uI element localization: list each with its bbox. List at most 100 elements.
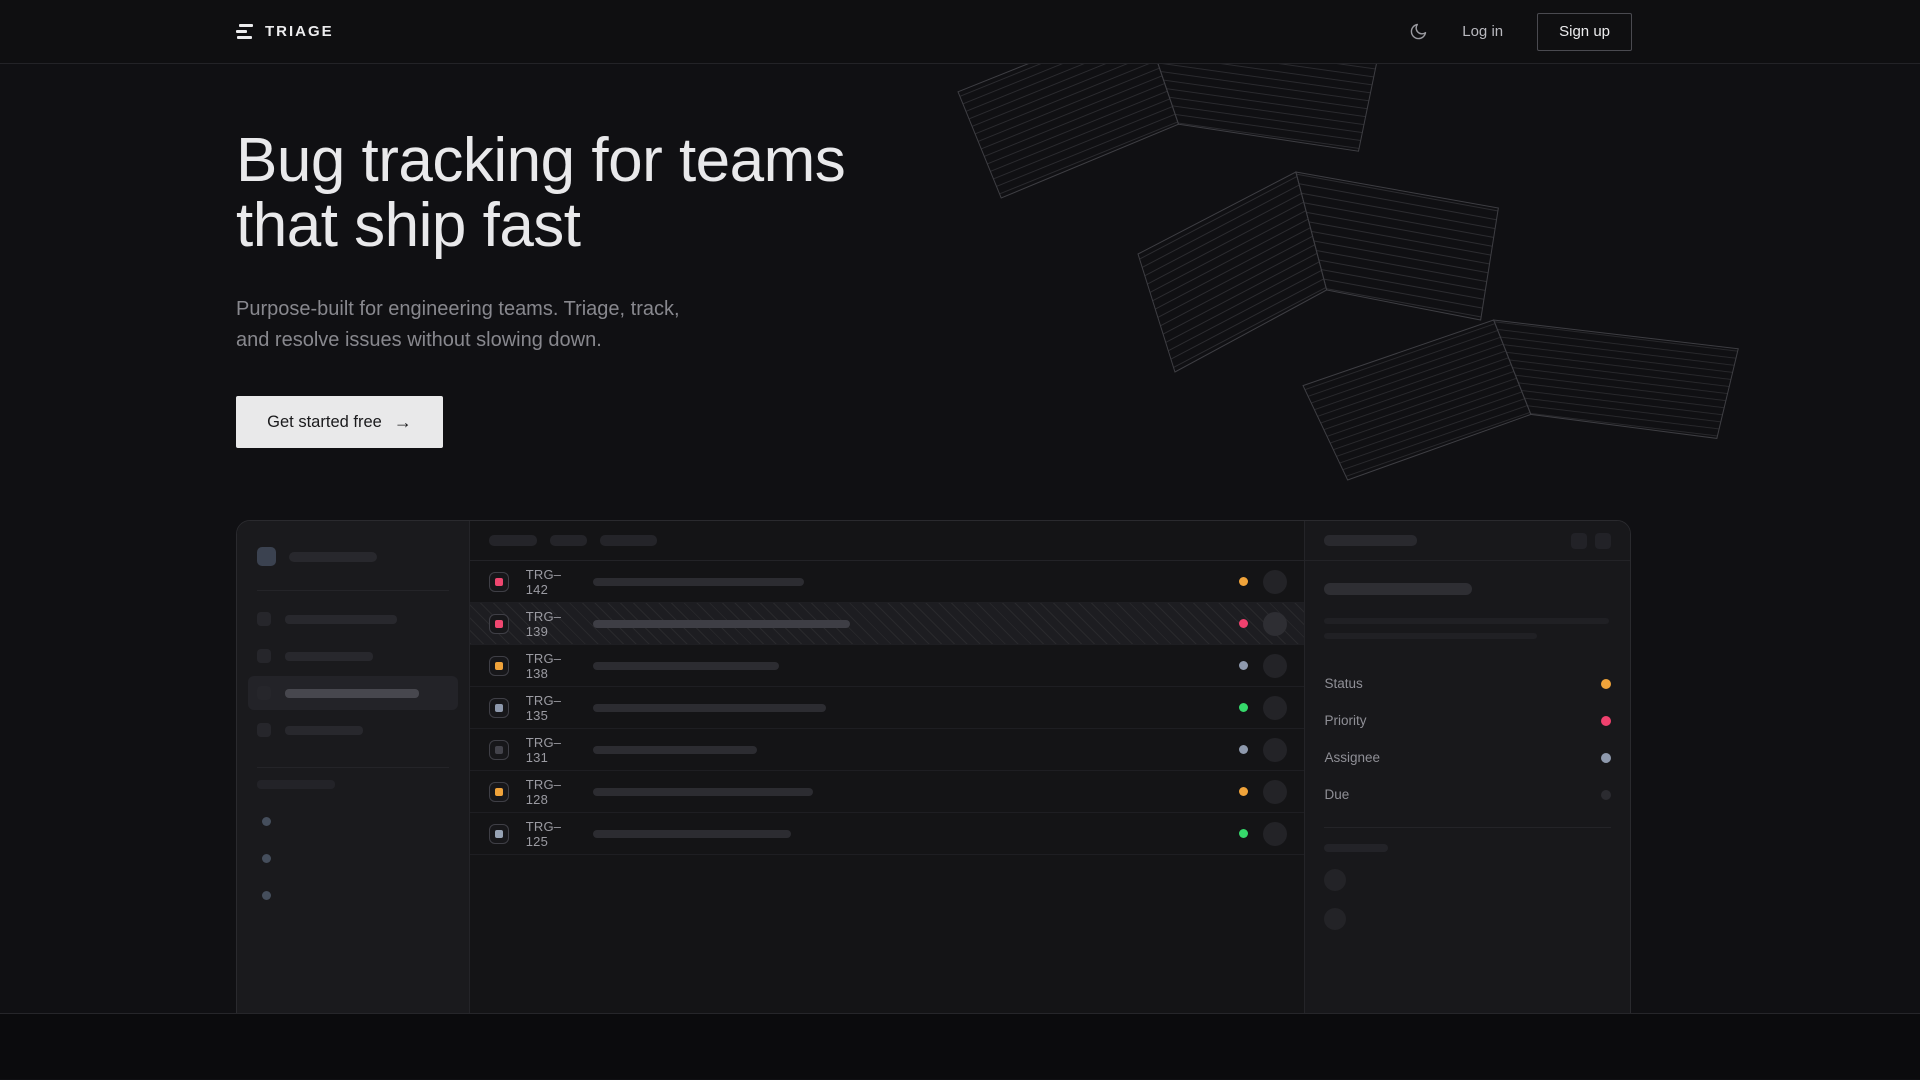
detail-field-row: Due	[1324, 776, 1611, 813]
sidebar-dot	[262, 891, 271, 900]
mockup-sidebar	[237, 521, 470, 1013]
login-link[interactable]: Log in	[1462, 23, 1504, 40]
arrow-right-icon: →	[393, 411, 412, 432]
brand-logo[interactable]: TRIAGE	[236, 23, 334, 40]
sidebar-item-skeleton	[285, 651, 373, 661]
detail-action-icon	[1571, 532, 1587, 549]
top-nav: TRIAGE Log in Sign up	[0, 0, 1920, 64]
issue-title-skeleton	[592, 661, 779, 670]
detail-field-row: Assignee	[1324, 739, 1611, 776]
hero-subtitle: Purpose-built for engineering teams. Tri…	[236, 298, 680, 351]
activity-avatar	[1324, 869, 1347, 891]
sidebar-item-icon	[257, 686, 271, 700]
hero-section: Bug tracking for teams that ship fast Pu…	[0, 64, 1920, 1014]
issue-type-icon	[488, 739, 509, 760]
issue-title-skeleton	[592, 619, 850, 628]
detail-field-row: Priority	[1324, 702, 1611, 739]
footer	[0, 1014, 1920, 1079]
description-skeleton	[1324, 618, 1610, 624]
workspace-name-skeleton	[289, 551, 377, 562]
issue-type-icon-fill	[494, 661, 503, 670]
issue-list-toolbar	[469, 521, 1305, 561]
issue-row: TRG–138	[469, 645, 1305, 687]
detail-field-label: Priority	[1324, 713, 1367, 728]
sidebar-item-icon	[257, 723, 271, 737]
theme-toggle-button[interactable]	[1408, 22, 1428, 42]
assignee-avatar	[1263, 611, 1288, 636]
issue-title-skeleton	[592, 829, 791, 838]
issue-id: TRG–131	[525, 734, 562, 765]
issue-row: TRG–135	[469, 687, 1305, 729]
status-dot	[1239, 787, 1249, 796]
activity-avatar	[1324, 908, 1347, 930]
issue-id: TRG–128	[525, 776, 562, 807]
issue-type-icon	[488, 655, 509, 676]
toolbar-filter-skeleton	[488, 535, 537, 546]
assignee-avatar	[1263, 653, 1288, 678]
sidebar-dot	[262, 854, 271, 863]
issue-type-icon-fill	[494, 745, 503, 754]
detail-action-icon	[1595, 532, 1611, 549]
assignee-avatar	[1263, 695, 1288, 720]
issue-row: TRG–142	[469, 561, 1305, 603]
detail-header	[1305, 521, 1630, 561]
toolbar-filter-skeleton	[549, 535, 587, 546]
issue-title-skeleton	[592, 703, 826, 712]
assignee-avatar	[1263, 779, 1288, 804]
issue-row: TRG–128	[469, 771, 1305, 813]
sidebar-item-icon	[257, 649, 271, 663]
sidebar-divider	[257, 767, 449, 768]
issue-type-icon	[488, 571, 509, 592]
detail-field-dot	[1601, 752, 1611, 763]
detail-field-dot	[1601, 678, 1611, 689]
detail-field-dot	[1601, 789, 1611, 800]
issue-type-icon	[488, 613, 509, 634]
sidebar-dot	[262, 817, 271, 826]
status-dot	[1239, 577, 1249, 586]
issue-title-skeleton	[592, 745, 757, 754]
issue-type-icon	[488, 781, 509, 802]
detail-divider	[1324, 827, 1611, 828]
issue-type-icon	[488, 823, 509, 844]
sidebar-dot-list	[257, 817, 449, 900]
detail-field-row: Status	[1324, 665, 1611, 702]
workspace-avatar	[257, 547, 276, 566]
sidebar-item-skeleton	[285, 688, 419, 698]
status-dot	[1239, 619, 1249, 628]
detail-field-dot	[1601, 715, 1611, 726]
issue-type-icon-fill	[494, 619, 503, 628]
issue-id: TRG–142	[525, 566, 562, 597]
sidebar-item	[248, 713, 458, 747]
toolbar-filter-skeleton	[599, 535, 657, 546]
issue-title-skeleton	[1324, 583, 1473, 595]
signup-button[interactable]: Sign up	[1537, 12, 1632, 51]
sidebar-section-skeleton	[257, 780, 335, 789]
issue-type-icon	[488, 697, 509, 718]
issue-row: TRG–131	[469, 729, 1305, 771]
hero-title-line2: that ship fast	[236, 191, 581, 260]
issue-title-skeleton	[592, 577, 804, 586]
get-started-label: Get started free	[267, 412, 382, 431]
status-dot	[1239, 661, 1249, 670]
assignee-avatar	[1263, 569, 1288, 594]
detail-field-label: Assignee	[1324, 750, 1381, 765]
detail-field-label: Due	[1324, 787, 1350, 802]
nav-actions: Log in Sign up	[1408, 12, 1632, 51]
sidebar-divider	[257, 590, 449, 591]
issue-type-icon-fill	[494, 703, 503, 712]
hero-title: Bug tracking for teams that ship fast	[236, 128, 846, 260]
triage-logo-icon	[236, 23, 254, 40]
issue-id: TRG–138	[525, 650, 562, 681]
sidebar-item-skeleton	[285, 614, 397, 624]
issue-id: TRG–125	[525, 818, 562, 849]
get-started-button[interactable]: Get started free →	[236, 396, 443, 448]
issue-id: TRG–135	[525, 692, 562, 723]
description-skeleton	[1324, 633, 1538, 639]
mockup-sidebar-nav	[248, 602, 458, 747]
sidebar-item	[248, 602, 458, 636]
